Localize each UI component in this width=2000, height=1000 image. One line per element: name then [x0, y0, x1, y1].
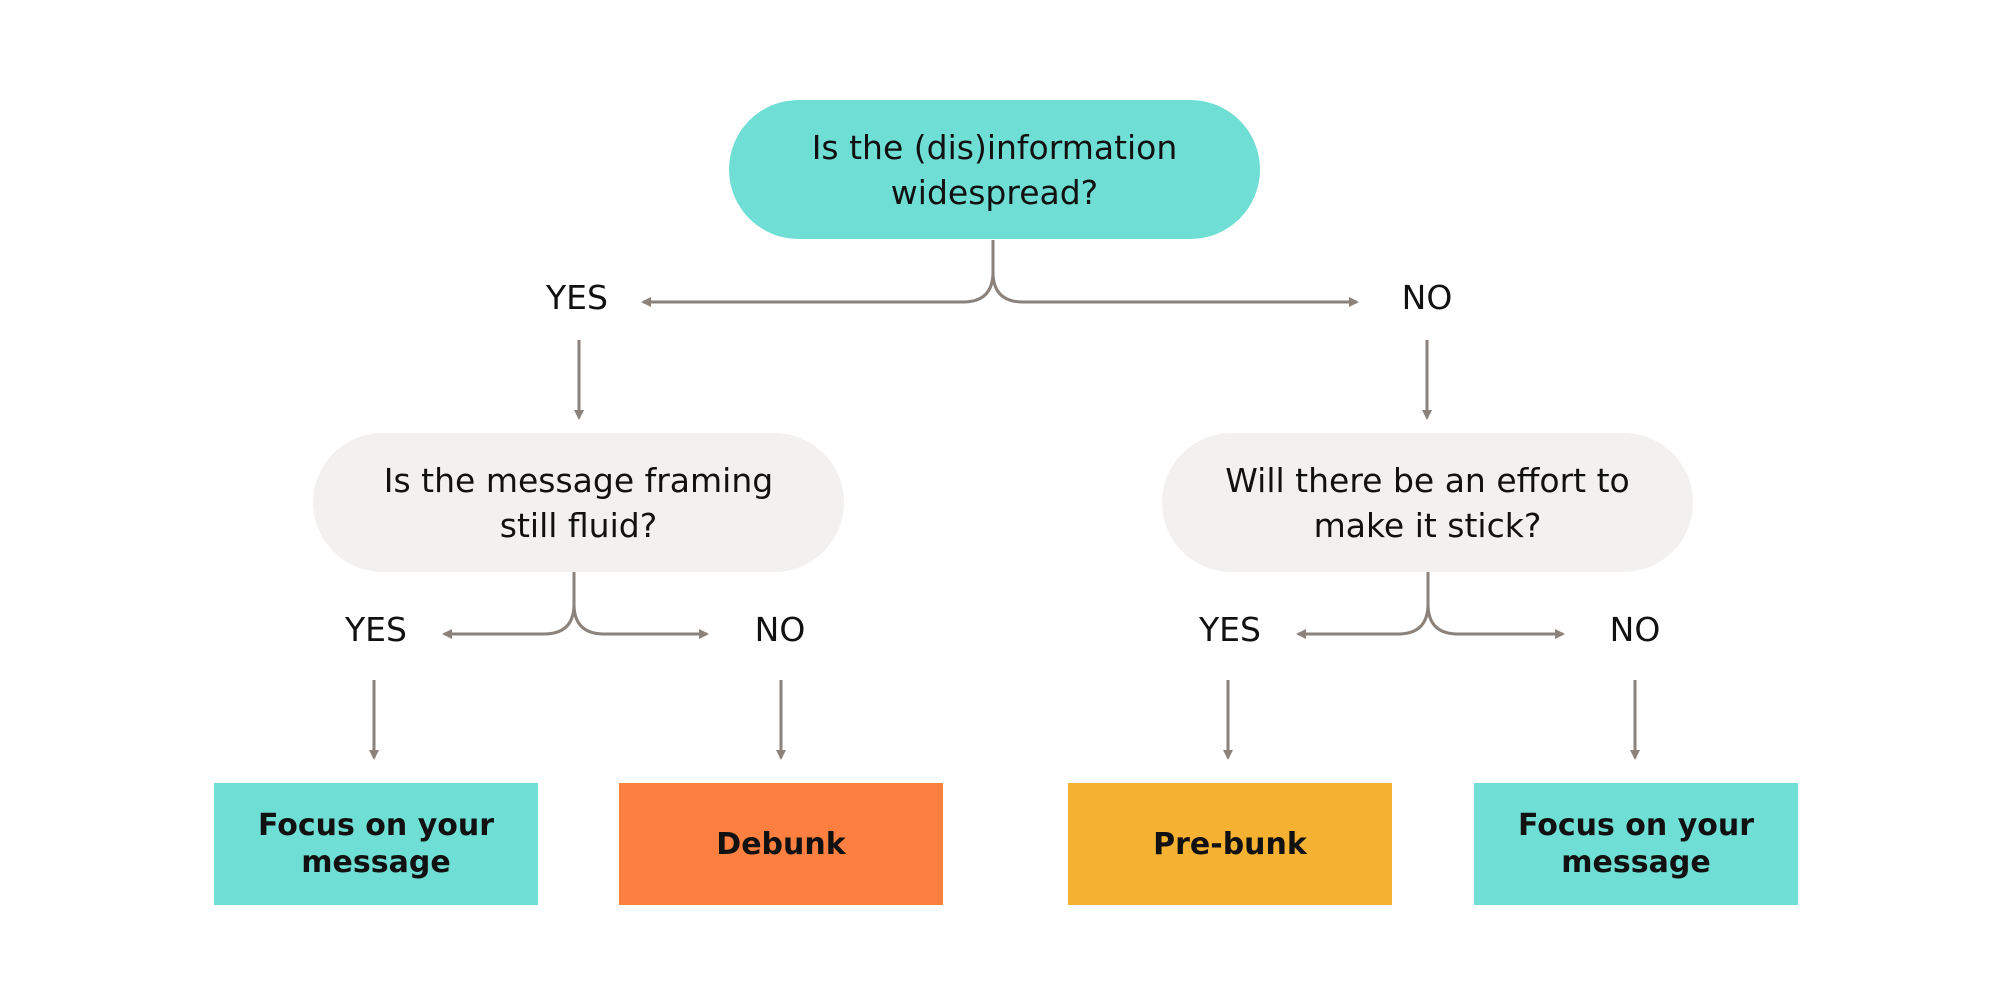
left-yes-connector — [442, 572, 576, 639]
right-yes-connector — [1296, 572, 1430, 639]
outcome-focus-message-right: Focus on your message — [1474, 783, 1798, 905]
root-question-node: Is the (dis)information widespread? — [729, 100, 1260, 239]
root-question-text: Is the (dis)information widespread? — [811, 127, 1178, 212]
left-question-text: Is the message framing still fluid? — [383, 460, 774, 545]
root-yes-connector — [641, 240, 995, 307]
right-no-connector — [1426, 572, 1565, 639]
root-no-label: NO — [1401, 278, 1453, 317]
left-yes-label: YES — [345, 610, 407, 649]
outcome-pre-bunk-text: Pre-bunk — [1153, 826, 1307, 862]
right-question-text: Will there be an effort to make it stick… — [1225, 460, 1630, 545]
outcome-focus-message-right-text: Focus on your message — [1517, 808, 1755, 880]
outcome-focus-message-left: Focus on your message — [214, 783, 538, 905]
outcome-focus-message-left-text: Focus on your message — [257, 808, 495, 880]
outcome-debunk: Debunk — [619, 783, 943, 905]
root-no-connector — [991, 240, 1359, 307]
outcome-pre-bunk: Pre-bunk — [1068, 783, 1392, 905]
right-no-label: NO — [1609, 610, 1661, 649]
left-no-label: NO — [754, 610, 806, 649]
root-yes-label: YES — [546, 278, 608, 317]
right-yes-label: YES — [1199, 610, 1261, 649]
right-question-node: Will there be an effort to make it stick… — [1162, 433, 1693, 572]
outcome-debunk-text: Debunk — [716, 826, 846, 862]
left-no-connector — [572, 572, 709, 639]
left-question-node: Is the message framing still fluid? — [313, 433, 844, 572]
